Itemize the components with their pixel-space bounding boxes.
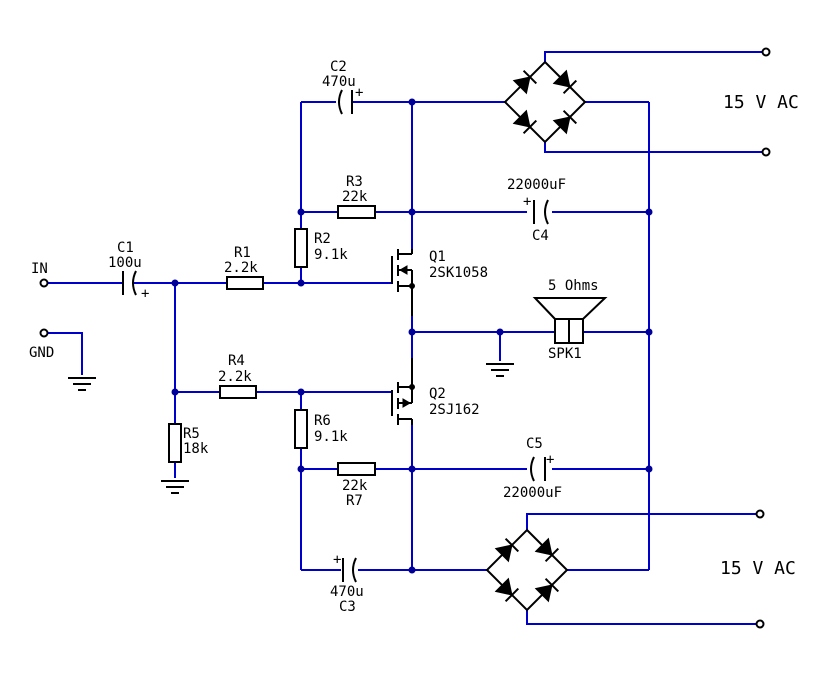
capacitor-c5 <box>530 456 546 482</box>
capacitor-c1 <box>122 270 137 296</box>
capacitor-c4 <box>533 199 549 225</box>
label-gnd: GND <box>29 345 54 361</box>
resistor-r2 <box>294 228 308 268</box>
resistor-r7 <box>337 462 376 476</box>
terminals <box>39 47 771 629</box>
label-c1-ref: C1 <box>117 240 134 256</box>
ground-symbol-r5 <box>161 480 189 494</box>
ground-symbol-gnd-port <box>68 377 96 391</box>
label-c3-value: 470u <box>330 584 364 600</box>
resistor-r4 <box>219 385 257 399</box>
label-c3-ref: C3 <box>339 599 356 615</box>
upper-bridge-diode-3-body <box>512 109 531 128</box>
mosfet-q1 <box>391 249 415 316</box>
label-c1-value: 100u <box>108 255 142 271</box>
label-r1-value: 2.2k <box>224 260 258 276</box>
capacitor-c3 <box>342 557 357 583</box>
speaker-spk1 <box>532 297 608 344</box>
label-r5-value: 18k <box>183 441 209 457</box>
ac-upper-terminal-b <box>761 147 771 157</box>
resistor-r6 <box>294 409 308 449</box>
label-c1-plus: + <box>141 286 149 302</box>
label-r1-ref: R1 <box>234 245 251 261</box>
label-c5-plus: + <box>546 452 554 468</box>
label-supply-upper: 15 V AC <box>723 92 799 113</box>
upper-bridge-diode-2-body <box>552 69 571 88</box>
upper-bridge-diode-1-cathode <box>522 69 538 85</box>
bridge-rectifier-upper <box>503 60 587 144</box>
label-spk1-ref: SPK1 <box>548 346 582 362</box>
capacitor-c2 <box>338 89 353 115</box>
label-q1-value: 2SK1058 <box>429 265 488 281</box>
label-c4-ref: C4 <box>532 228 549 244</box>
label-c3-plus: + <box>333 552 341 568</box>
label-c2-plus: + <box>355 85 363 101</box>
lower-bridge-diode-2-cathode <box>544 547 560 563</box>
label-r6-ref: R6 <box>314 413 331 429</box>
ac-lower-terminal-b <box>755 619 765 629</box>
lower-bridge-diode-1-body <box>494 544 513 563</box>
wires <box>47 51 765 625</box>
label-r7-ref: R7 <box>346 493 363 509</box>
label-r6-value: 9.1k <box>314 429 348 445</box>
upper-bridge-diode-2-cathode <box>562 79 578 95</box>
label-q2-ref: Q2 <box>429 386 446 402</box>
bridge-rectifier-lower <box>485 528 569 612</box>
lower-bridge-diode-4-cathode <box>544 577 560 593</box>
lower-bridge-diode-3-cathode <box>504 587 520 603</box>
label-supply-lower: 15 V AC <box>720 558 796 579</box>
lower-bridge-diode-2-body <box>534 537 553 556</box>
resistor-r5 <box>168 423 182 463</box>
ac-lower-terminal-a <box>755 509 765 519</box>
label-r2-value: 9.1k <box>314 247 348 263</box>
resistor-r3 <box>337 205 376 219</box>
label-r3-ref: R3 <box>346 174 363 190</box>
ground-symbol-speaker <box>486 363 514 377</box>
label-r2-ref: R2 <box>314 231 331 247</box>
label-r5-ref: R5 <box>183 426 200 442</box>
upper-bridge-diode-3-cathode <box>522 119 538 135</box>
labels: IN GND C1 100u + C2 470u + + 470u C3 220… <box>29 59 799 615</box>
lower-bridge-diode-1-cathode <box>504 537 520 553</box>
resistor-r1 <box>226 276 264 290</box>
label-r7-value: 22k <box>342 478 368 494</box>
label-q1-ref: Q1 <box>429 249 446 265</box>
label-c4-value: 22000uF <box>507 177 566 193</box>
label-c2-ref: C2 <box>330 59 347 75</box>
lower-bridge-diode-3-body <box>494 577 513 596</box>
label-c5-ref: C5 <box>526 436 543 452</box>
gnd-terminal <box>39 328 49 338</box>
label-c2-value: 470u <box>322 74 356 90</box>
label-r4-ref: R4 <box>228 353 245 369</box>
ac-upper-terminal-a <box>761 47 771 57</box>
upper-bridge-diode-1-body <box>512 76 531 95</box>
upper-bridge-diode-4-body <box>552 116 571 135</box>
label-c5-value: 22000uF <box>503 485 562 501</box>
label-r4-value: 2.2k <box>218 369 252 385</box>
mosfet-q2 <box>391 358 415 425</box>
label-c4-plus: + <box>523 194 531 210</box>
junctions <box>171 98 653 574</box>
label-r3-value: 22k <box>342 189 368 205</box>
label-in: IN <box>31 261 48 277</box>
lower-bridge-diode-4-body <box>534 584 553 603</box>
in-terminal <box>39 278 49 288</box>
label-q2-value: 2SJ162 <box>429 402 480 418</box>
upper-bridge-diode-4-cathode <box>562 109 578 125</box>
label-spk1-value: 5 Ohms <box>548 278 599 294</box>
